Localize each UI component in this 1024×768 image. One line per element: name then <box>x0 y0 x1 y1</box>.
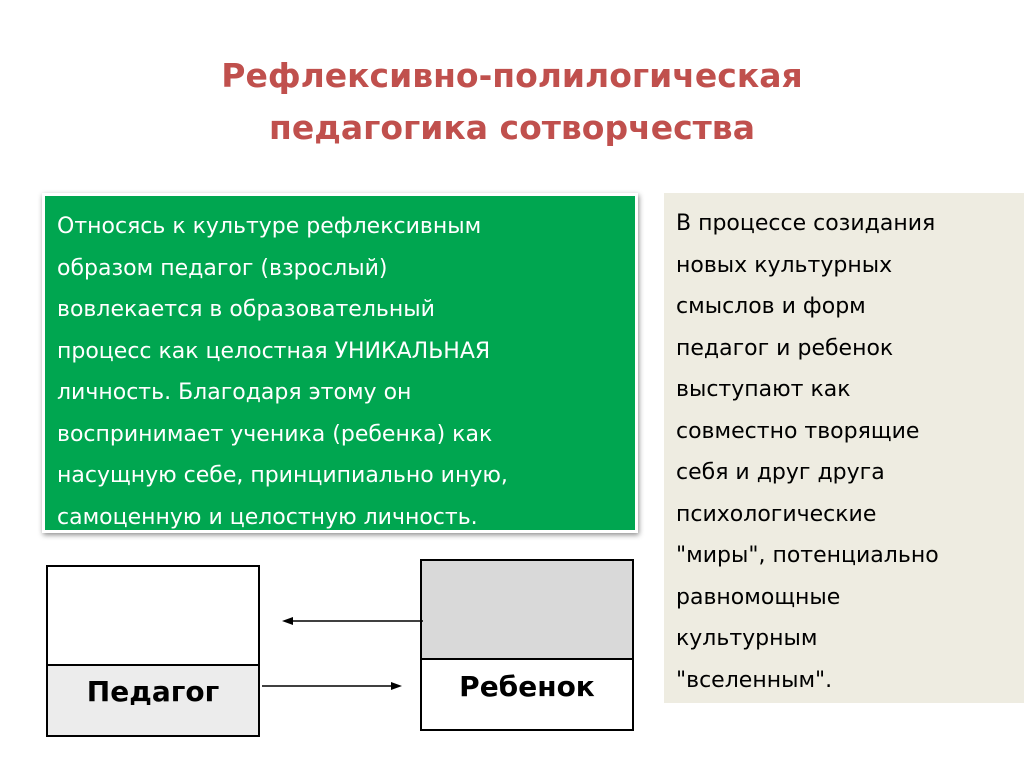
panel-line: "миры", потенциально <box>676 543 939 568</box>
panel-line: Относясь к культуре рефлексивным <box>57 214 482 239</box>
panel-line: педагог и ребенок <box>676 335 894 361</box>
panel-line: вовлекается в образовательный <box>57 297 435 322</box>
co-creation-description-panel: В процессе созидания новых культурных см… <box>664 193 1024 703</box>
teacher-description-panel: Относясь к культуре рефлексивным образом… <box>42 193 638 533</box>
panel-line: новых культурных <box>676 252 893 278</box>
child-node-upper <box>422 561 632 658</box>
arrow-child-to-teacher <box>282 617 423 625</box>
child-node-label: Ребенок <box>422 658 632 729</box>
panel-line: образом педагог (взрослый) <box>57 255 388 281</box>
teacher-node-upper <box>48 567 258 664</box>
title-line-2: педагогика сотворчества <box>269 108 755 147</box>
panel-line: процесс как целостная УНИКАЛЬНАЯ <box>57 338 491 364</box>
panel-line: личность. Благодаря этому он <box>57 380 412 405</box>
panel-line: выступают как <box>676 377 851 402</box>
teacher-node: Педагог <box>46 565 260 737</box>
panel-line: насущную себе, принципиально иную, <box>57 463 508 488</box>
panel-line: равномощные <box>676 584 841 610</box>
teacher-node-label: Педагог <box>48 664 258 735</box>
panel-line: "вселенным". <box>676 667 833 693</box>
arrow-teacher-to-child <box>262 682 402 690</box>
title-line-1: Рефлексивно-полилогическая <box>221 56 803 95</box>
panel-line: совместно творящие <box>676 418 920 444</box>
slide-title: Рефлексивно-полилогическая педагогика со… <box>0 50 1024 154</box>
panel-line: самоценную и целостную личность. <box>57 504 478 530</box>
panel-line: себя и друг друга <box>676 460 885 485</box>
panel-line: воспринимает ученика (ребенка) как <box>57 421 493 447</box>
child-node: Ребенок <box>420 559 634 731</box>
panel-line: психологические <box>676 501 877 527</box>
panel-line: смыслов и форм <box>676 294 866 319</box>
panel-line: В процессе созидания <box>676 211 936 236</box>
panel-line: культурным <box>676 626 818 651</box>
